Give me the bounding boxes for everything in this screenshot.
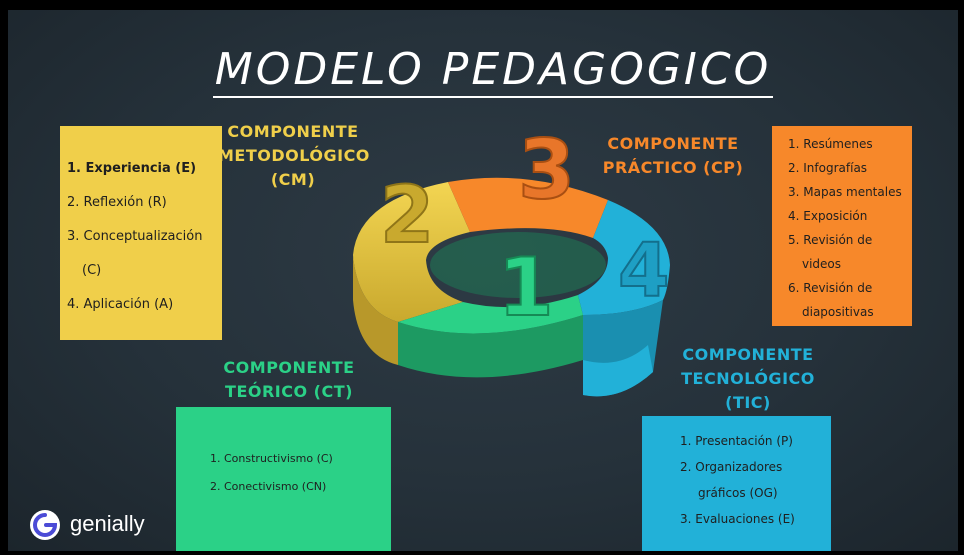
heading-line: COMPONENTE <box>607 134 739 153</box>
ring-center-hole <box>430 232 606 298</box>
heading-line: COMPONENTE <box>223 358 355 377</box>
ring-segment-yellow <box>353 182 470 322</box>
list-item: 4. Aplicación (A) <box>67 297 174 312</box>
slide: MODELO PEDAGOGICO 2 3 1 4 <box>8 10 958 551</box>
heading-line: COMPONENTE <box>227 122 359 141</box>
list-item: gráficos (OG) <box>698 486 778 500</box>
list-item: 1. Resúmenes <box>788 137 873 151</box>
heading-teorico: COMPONENTE TEÓRICO (CT) <box>214 356 364 404</box>
heading-practico: COMPONENTE PRÁCTICO (CP) <box>593 132 753 180</box>
list-item: 2. Organizadores <box>680 460 783 474</box>
genially-logo-icon <box>30 510 60 540</box>
list-item: 2. Reflexión (R) <box>67 195 167 210</box>
heading-metodologico: COMPONENTE METODOLÓGICO (CM) <box>218 120 370 192</box>
list-item: 2. Conectivismo (CN) <box>210 480 327 493</box>
ring-diagram: 2 3 1 4 <box>353 122 671 397</box>
heading-line: TECNOLÓGICO <box>681 369 815 388</box>
heading-line: COMPONENTE <box>682 345 814 364</box>
ring-segment-green-side <box>398 315 583 378</box>
list-item: 3. Evaluaciones (E) <box>680 512 795 526</box>
list-item: 4. Exposición <box>788 209 868 223</box>
list-item: 3. Mapas mentales <box>788 185 902 199</box>
box-practico: 1. Resúmenes 2. Infografías 3. Mapas men… <box>772 126 912 326</box>
number-two: 2 <box>380 171 434 261</box>
ring-segment-orange <box>448 177 608 238</box>
genially-logo[interactable]: genially <box>28 508 178 544</box>
number-three: 3 <box>518 123 575 218</box>
list-item: (C) <box>82 263 102 278</box>
list-item: 5. Revisión de <box>788 233 873 247</box>
number-one: 1 <box>498 241 554 334</box>
heading-line: (CM) <box>270 170 316 189</box>
page-title: MODELO PEDAGOGICO <box>214 44 772 95</box>
number-four: 4 <box>618 228 670 314</box>
heading-line: METODOLÓGICO <box>218 146 370 165</box>
list-item: 1. Presentación (P) <box>680 434 793 448</box>
heading-line: (TIC) <box>725 393 771 412</box>
list-item: videos <box>802 257 842 271</box>
list-item: 3. Conceptualización <box>67 229 203 244</box>
ring-segment-yellow-side <box>353 255 398 365</box>
box-metodologico: 1. Experiencia (E) 2. Reflexión (R) 3. C… <box>60 126 222 340</box>
box-teorico: 1. Constructivismo (C) 2. Conectivismo (… <box>176 407 391 551</box>
list-item: diapositivas <box>802 305 874 319</box>
list-item: 1. Constructivismo (C) <box>210 452 333 465</box>
ring-segment-blue <box>578 200 670 315</box>
genially-logo-text: genially <box>70 511 145 536</box>
ring-segment-green <box>398 295 583 334</box>
list-item: 2. Infografías <box>788 161 868 175</box>
heading-line: TEÓRICO (CT) <box>225 382 353 401</box>
list-item: 6. Revisión de <box>788 281 873 295</box>
title-underline <box>213 96 773 98</box>
heading-line: PRÁCTICO (CP) <box>602 158 744 177</box>
list-item: 1. Experiencia (E) <box>67 161 197 176</box>
box-tecnologico: 1. Presentación (P) 2. Organizadores grá… <box>642 416 831 551</box>
heading-tecnologico: COMPONENTE TECNOLÓGICO (TIC) <box>668 343 828 415</box>
ring-tail-blue <box>583 345 653 397</box>
